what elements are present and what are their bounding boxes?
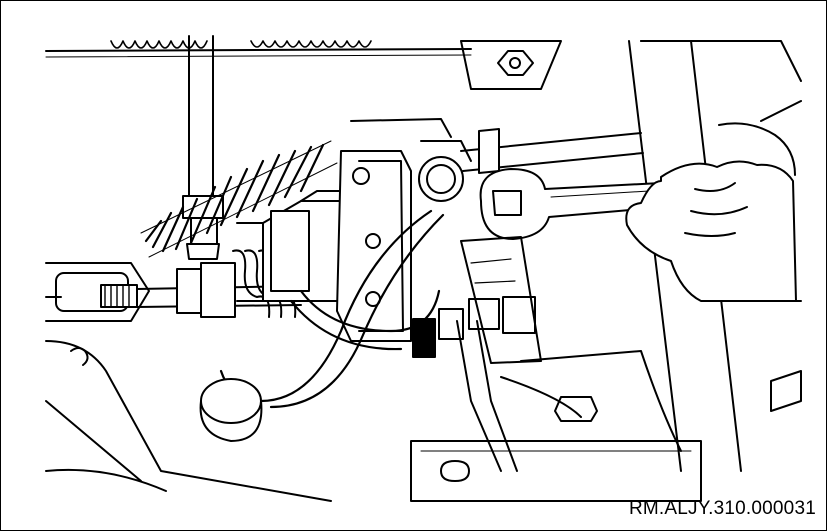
cylinder-flange	[336, 150, 412, 342]
right-edge-parts	[740, 100, 802, 412]
top-rail	[45, 40, 802, 82]
upper-spring	[110, 40, 372, 49]
wrench-tool	[479, 168, 666, 240]
lower-curved-plate	[500, 350, 682, 452]
pipe-union-nut	[182, 195, 224, 260]
lower-right-bolt	[554, 396, 598, 422]
hand-icon	[625, 122, 797, 302]
lower-bolts	[412, 296, 536, 472]
top-mount-nut	[460, 40, 562, 90]
bracket-plate	[460, 236, 542, 364]
hydraulic-pipe	[188, 35, 214, 200]
left-body	[45, 340, 332, 502]
figure-reference-code: RM.ALJY.310.000031	[628, 498, 816, 519]
reservoir-cap	[350, 118, 472, 202]
clevis-fork	[45, 262, 150, 322]
return-spring	[140, 140, 338, 258]
lower-frame	[410, 440, 702, 502]
hose-end-cup	[199, 378, 263, 442]
adjusting-rod	[460, 128, 644, 174]
